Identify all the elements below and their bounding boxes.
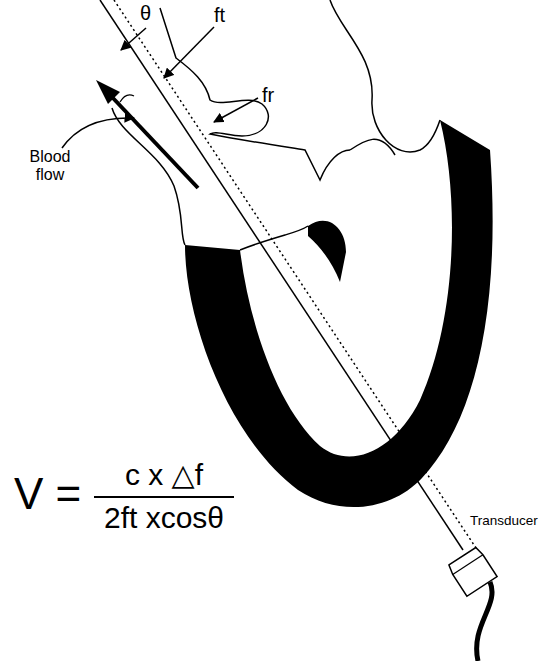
heart-outline	[112, 0, 440, 250]
mitral-leaflet	[308, 221, 346, 282]
flow-label: Blood flow	[18, 148, 82, 183]
received-frequency: fr	[262, 84, 274, 106]
flow-arrowhead	[96, 80, 120, 104]
flow-vector	[112, 97, 198, 188]
fraction-bar	[94, 496, 234, 498]
leader-arrows	[62, 27, 258, 148]
transmitted-frequency: ft	[214, 4, 225, 26]
formula-numerator: c x △f	[125, 458, 203, 491]
formula-denominator: 2ft xcosθ	[104, 501, 224, 534]
angle-arc	[120, 95, 134, 102]
myocardium	[185, 120, 493, 507]
beam-line-dotted	[114, 0, 476, 548]
beam-line	[100, 0, 463, 550]
formula-lhs: V =	[14, 470, 81, 518]
transducer-cable	[477, 582, 492, 661]
transducer-label: Transducer	[470, 514, 538, 529]
angle-symbol: θ	[140, 2, 151, 24]
